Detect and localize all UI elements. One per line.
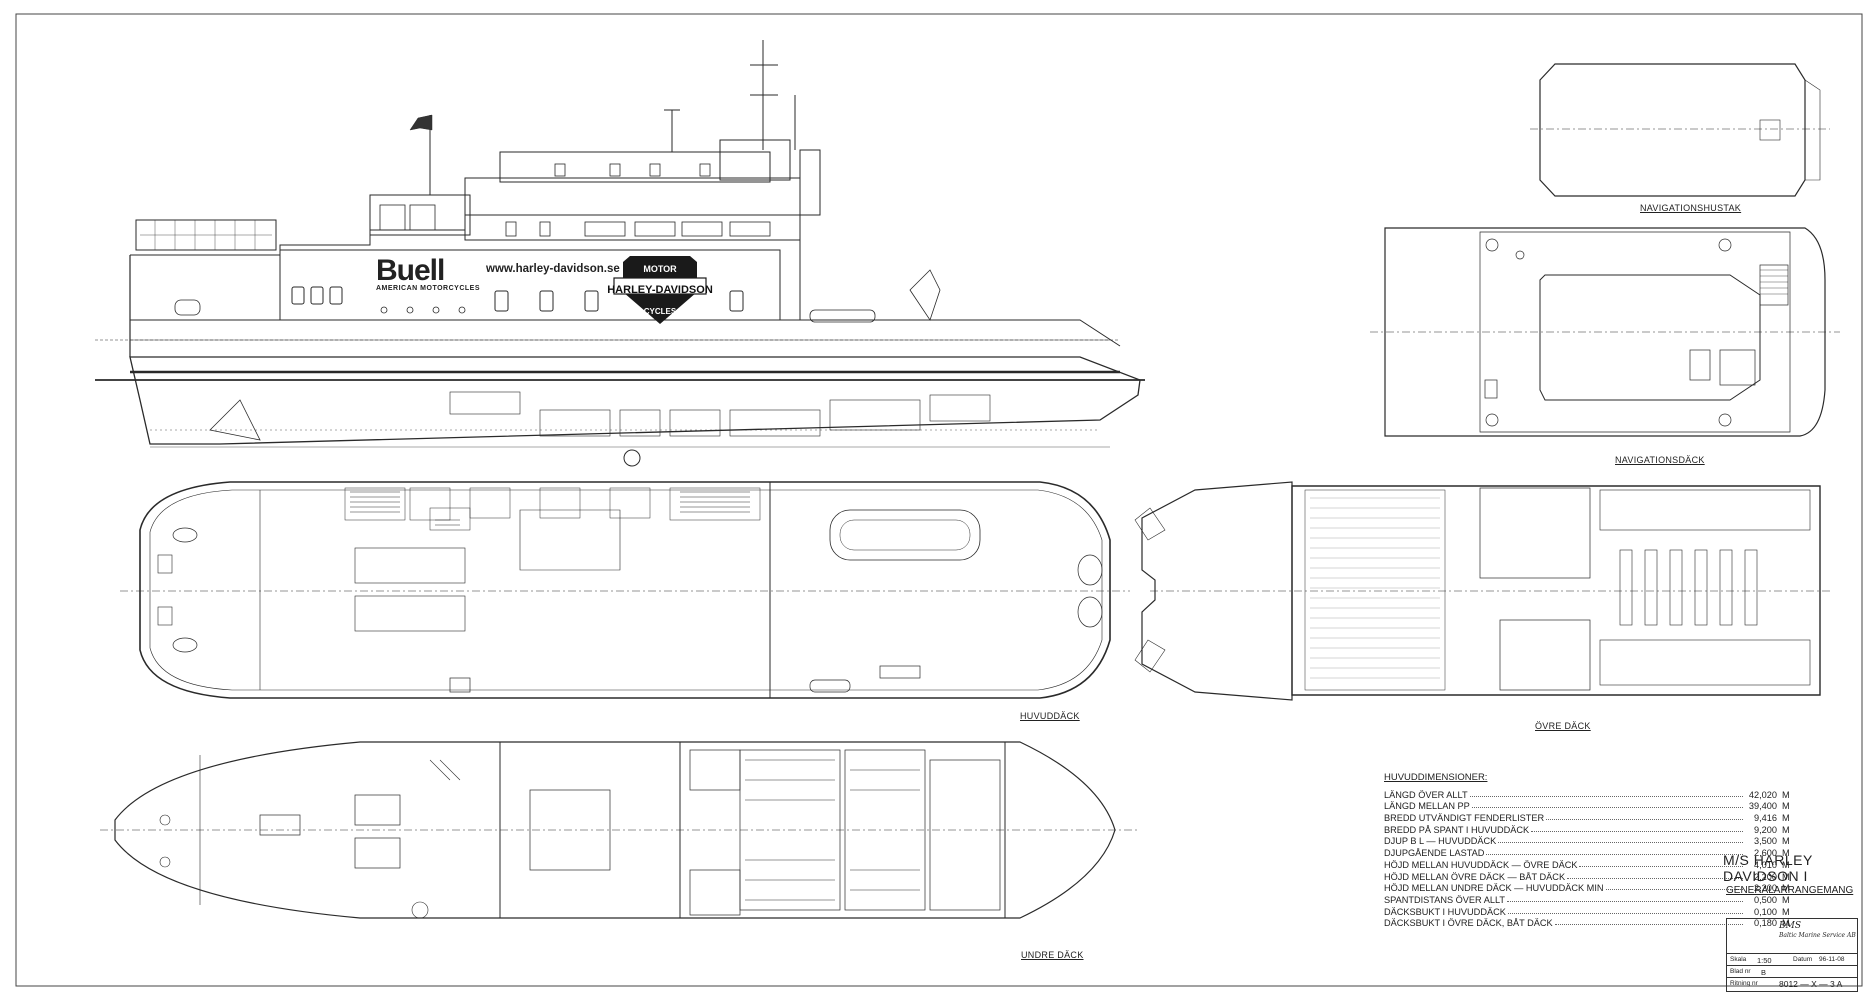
- dimension-unit: M: [1782, 859, 1790, 870]
- leader-dots: [1531, 830, 1743, 832]
- dimension-unit: M: [1782, 813, 1790, 824]
- hd-motor-text: MOTOR: [643, 264, 677, 274]
- dimension-name: LÄNGD MELLAN PP: [1384, 801, 1470, 812]
- label-navigationshustak: NAVIGATIONSHUSTAK: [1640, 203, 1742, 213]
- company-logo-mark: BMS: [1779, 921, 1801, 931]
- title-block: BMS Baltic Marine Service AB Skala 1:50 …: [1726, 918, 1858, 992]
- scale-label: Skala: [1730, 956, 1747, 963]
- leader-dots: [1605, 889, 1743, 891]
- dimension-name: HÖJD MELLAN UNDRE DÄCK — HUVUDDÄCK MIN: [1384, 883, 1604, 894]
- dimension-value: 2,200: [1754, 883, 1777, 894]
- dimension-row: DÄCKSBUKT I HUVUDDÄCK 0,100 M: [1384, 905, 1804, 917]
- dimension-value: 0,100: [1754, 906, 1777, 917]
- date-label: Datum: [1793, 956, 1813, 963]
- buell-logo-subtext: AMERICAN MOTORCYCLES: [376, 285, 480, 292]
- hd-cycles-text: CYCLES: [644, 307, 677, 316]
- dimension-name: DJUPGÅENDE LASTAD: [1384, 848, 1485, 859]
- hull-url: www.harley-davidson.se: [486, 263, 620, 275]
- hd-name-text: HARLEY-DAVIDSON: [607, 284, 713, 296]
- dimension-unit: M: [1782, 894, 1790, 905]
- drawing-frame: [15, 13, 1863, 987]
- buell-logo-text: Buell: [376, 254, 445, 287]
- dimensions-header: HUVUDDIMENSIONER:: [1384, 772, 1488, 783]
- dimension-unit: M: [1782, 883, 1790, 894]
- dimension-value: 2,600: [1754, 848, 1777, 859]
- undre-dack-plan: [100, 741, 1140, 919]
- ship-name: M/S HARLEY DAVIDSON I: [1723, 852, 1813, 884]
- dimension-unit: M: [1782, 801, 1790, 812]
- dimension-name: BREDD UTVÄNDIGT FENDERLISTER: [1384, 813, 1545, 824]
- label-navigationsdack: NAVIGATIONSDÄCK: [1615, 455, 1705, 465]
- drawing-type: GENERALARRANGEMANG: [1726, 885, 1854, 896]
- company-logo-subtext: Baltic Marine Service AB: [1779, 932, 1856, 939]
- harley-davidson-logo: [613, 256, 707, 324]
- dimension-unit: M: [1782, 918, 1790, 929]
- leader-dots: [1579, 865, 1743, 867]
- date-value: 96-11-08: [1819, 956, 1845, 963]
- dimension-unit: M: [1782, 836, 1790, 847]
- dimension-name: LÄNGD ÖVER ALLT: [1384, 789, 1468, 800]
- dimension-name: DÄCKSBUKT I ÖVRE DÄCK, BÅT DÄCK: [1384, 918, 1553, 929]
- dimension-row: DJUPGÅENDE LASTAD 2,600 M: [1384, 846, 1804, 858]
- dimension-row: BREDD PÅ SPANT I HUVUDDÄCK 9,200 M: [1384, 823, 1804, 835]
- navigationsdack-plan: [1370, 227, 1840, 437]
- dimension-row: BREDD UTVÄNDIGT FENDERLISTER 9,416 M: [1384, 811, 1804, 823]
- sheet-label: Blad nr: [1730, 968, 1751, 975]
- leader-dots: [1567, 877, 1743, 879]
- dimension-value: 9,200: [1754, 824, 1777, 835]
- dimension-row: HÖJD MELLAN UNDRE DÄCK — HUVUDDÄCK MIN 2,…: [1384, 882, 1804, 894]
- dimension-name: HÖJD MELLAN HUVUDDÄCK — ÖVRE DÄCK: [1384, 859, 1578, 870]
- dimension-unit: M: [1782, 906, 1790, 917]
- dimension-name: HÖJD MELLAN ÖVRE DÄCK — BÅT DÄCK: [1384, 871, 1566, 882]
- dimension-row: HÖJD MELLAN ÖVRE DÄCK — BÅT DÄCK 2,200 M: [1384, 870, 1804, 882]
- dimension-unit: M: [1782, 789, 1790, 800]
- dimension-name: BREDD PÅ SPANT I HUVUDDÄCK: [1384, 824, 1530, 835]
- dimension-row: SPANTDISTANS ÖVER ALLT 0,500 M: [1384, 893, 1804, 905]
- leader-dots: [1471, 807, 1743, 809]
- leader-dots: [1507, 900, 1743, 902]
- dimension-row: LÄNGD MELLAN PP 39,400 M: [1384, 800, 1804, 812]
- dimension-value: 0,500: [1754, 894, 1777, 905]
- profile-view: MOTOR HARLEY-DAVIDSON CYCLES: [95, 40, 1145, 467]
- dimension-unit: M: [1782, 871, 1790, 882]
- leader-dots: [1469, 795, 1743, 797]
- drawing-no-label: Ritning nr: [1730, 980, 1758, 987]
- leader-dots: [1498, 842, 1743, 844]
- leader-dots: [1507, 912, 1743, 914]
- scale-value: 1:50: [1757, 956, 1772, 965]
- label-huvuddack: HUVUDDÄCK: [1020, 711, 1080, 721]
- dimension-value: 2,200: [1754, 871, 1777, 882]
- ovre-dack-plan: [1134, 481, 1830, 701]
- dimension-name: DÄCKSBUKT I HUVUDDÄCK: [1384, 906, 1506, 917]
- huvuddack-plan: [120, 481, 1130, 699]
- dimension-row: HÖJD MELLAN HUVUDDÄCK — ÖVRE DÄCK 4,010 M: [1384, 858, 1804, 870]
- company-logo: BMS Baltic Marine Service AB: [1779, 922, 1856, 940]
- dimension-value: 9,416: [1754, 813, 1777, 824]
- navigationshustak-plan: [1530, 63, 1830, 197]
- dimension-row: DJUP B L — HUVUDDÄCK 3,500 M: [1384, 835, 1804, 847]
- label-ovre-dack: ÖVRE DÄCK: [1535, 721, 1591, 731]
- leader-dots: [1554, 924, 1743, 926]
- dimension-value: 4,010: [1754, 859, 1777, 870]
- dimension-unit: M: [1782, 848, 1790, 859]
- dimension-name: SPANTDISTANS ÖVER ALLT: [1384, 894, 1505, 905]
- leader-dots: [1546, 819, 1743, 821]
- dimension-value: 39,400: [1748, 801, 1777, 812]
- dimension-unit: M: [1782, 824, 1790, 835]
- dimension-row: DÄCKSBUKT I ÖVRE DÄCK, BÅT DÄCK 0,180 M: [1384, 917, 1804, 929]
- label-undre-dack: UNDRE DÄCK: [1021, 950, 1084, 960]
- leader-dots: [1486, 854, 1743, 856]
- drawing-no-value: 8012 — X — 3 A: [1779, 979, 1843, 989]
- sheet-value: B: [1761, 968, 1767, 977]
- dimension-value: 42,020: [1748, 789, 1777, 800]
- dimension-value: 0,180: [1754, 918, 1777, 929]
- dimension-value: 3,500: [1754, 836, 1777, 847]
- dimension-row: LÄNGD ÖVER ALLT 42,020 M: [1384, 788, 1804, 800]
- dimension-name: DJUP B L — HUVUDDÄCK: [1384, 836, 1497, 847]
- buell-logo: Buell AMERICAN MOTORCYCLES: [376, 254, 480, 293]
